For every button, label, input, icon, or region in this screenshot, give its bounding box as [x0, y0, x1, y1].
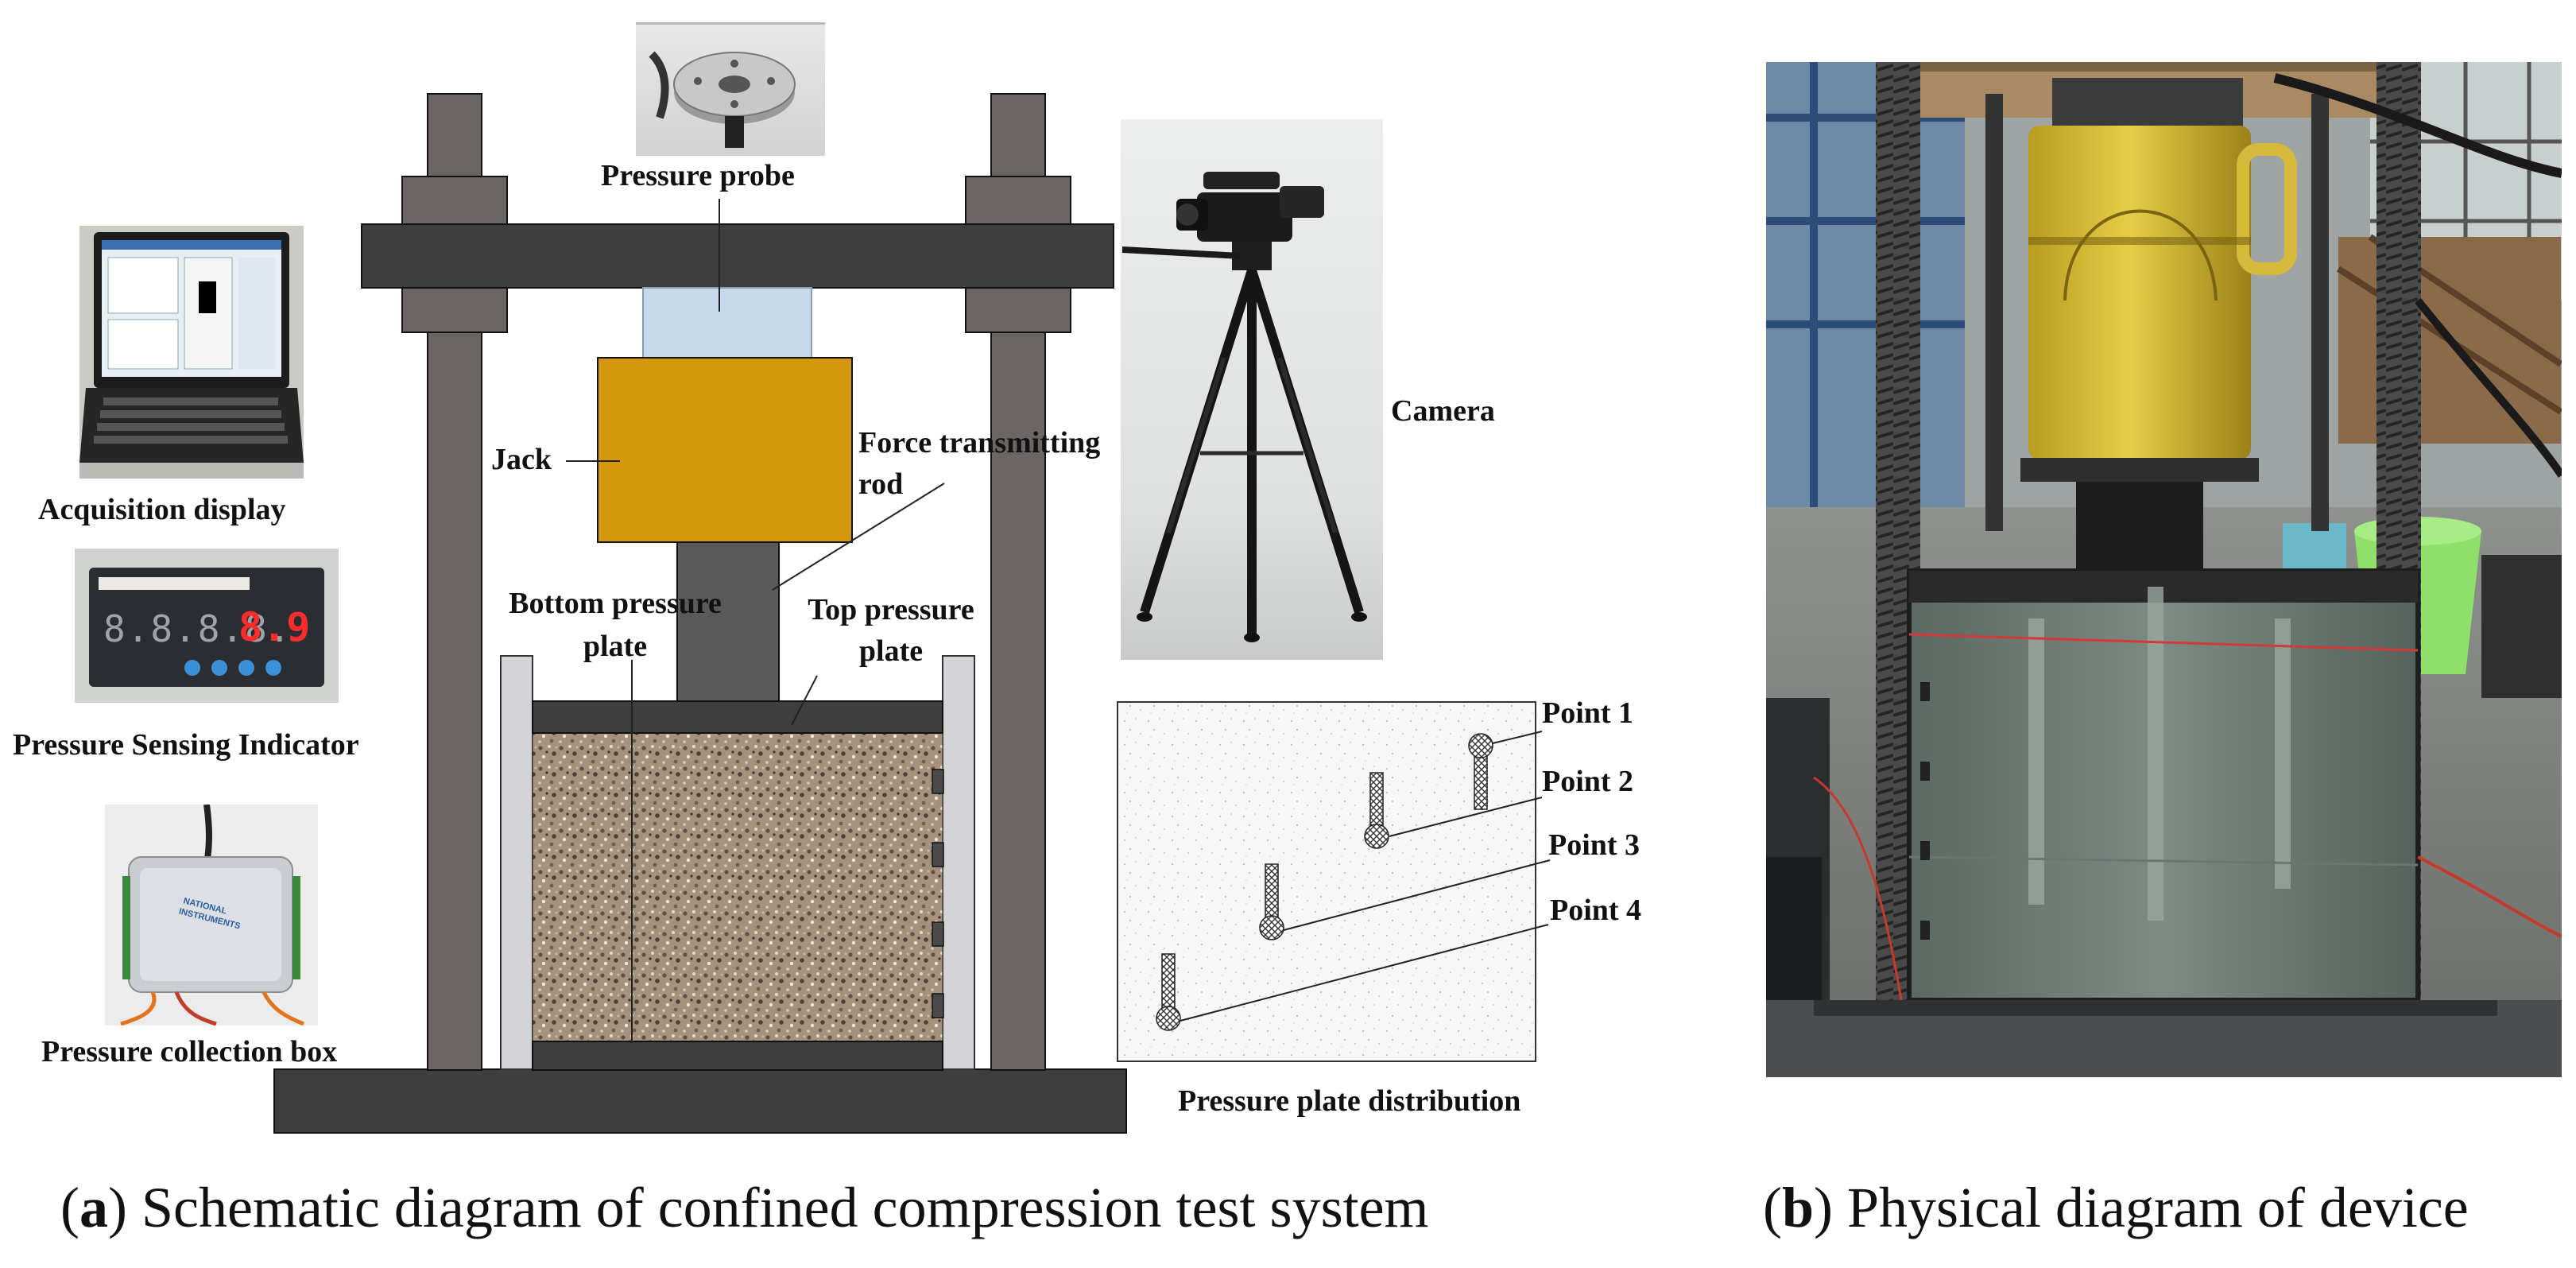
caption-a-text: Schematic diagram of confined compressio… [126, 1176, 1429, 1239]
label-point-1: Point 1 [1542, 696, 1634, 730]
point1-leader [1492, 731, 1543, 744]
pressure-sensing-indicator-photo: 8.8.8.8. 8.9 [75, 549, 339, 703]
pressure-probe-photo [636, 22, 825, 156]
label-bottom-plate-line1: Bottom pressure [509, 587, 722, 620]
pressure-collection-box-photo: NATIONAL INSTRUMENTS [105, 805, 318, 1026]
acquisition-display-photo [79, 226, 304, 479]
base-plate [273, 1068, 1127, 1134]
side-sensor-1 [932, 769, 944, 794]
right-lower-nut [965, 285, 1071, 333]
top-pressure-plate [532, 700, 943, 734]
camera-photo [1121, 119, 1383, 660]
point3-leader [1283, 859, 1551, 931]
label-pressure-plate-distribution: Pressure plate distribution [1178, 1084, 1521, 1118]
indicator-button-3 [238, 660, 254, 676]
label-pressure-collection-box: Pressure collection box [41, 1035, 338, 1068]
label-acquisition-display: Acquisition display [38, 493, 286, 526]
left-lower-nut [401, 285, 508, 333]
label-pressure-probe: Pressure probe [601, 159, 795, 192]
caption-a: (a) Schematic diagram of confined compre… [60, 1176, 1429, 1239]
soil-sample [532, 731, 943, 1044]
label-force-rod-line2: rod [858, 467, 904, 501]
indicator-button-1 [184, 660, 200, 676]
top-plate-leader [791, 675, 818, 726]
pressure-plate-distribution-box [1117, 701, 1536, 1062]
physical-device-photo [1766, 62, 2562, 1077]
label-jack: Jack [491, 443, 552, 476]
force-transmitting-rod [676, 541, 780, 704]
caption-b-text: Physical diagram of device [1833, 1176, 2469, 1239]
indicator-digits: 8.8.8.8. [103, 607, 292, 650]
bottom-pressure-plate [532, 1041, 943, 1071]
caption-a-letter: a [79, 1176, 108, 1239]
indicator-red-digits: 8.9 [238, 604, 311, 650]
indicator-button-2 [211, 660, 227, 676]
point2-leader [1389, 797, 1543, 837]
container-left-wall [500, 655, 533, 1070]
side-sensor-4 [932, 993, 944, 1018]
label-point-4: Point 4 [1550, 894, 1642, 927]
label-pressure-sensing-indicator: Pressure Sensing Indicator [13, 728, 359, 762]
label-top-plate-line2: plate [858, 634, 924, 668]
label-point-3: Point 3 [1548, 828, 1641, 862]
point4-leader [1180, 924, 1549, 1022]
gauge-point-2 [1364, 772, 1389, 849]
gauge-point-1 [1468, 733, 1493, 810]
side-sensor-2 [932, 842, 944, 867]
indicator-button-4 [265, 660, 281, 676]
top-beam [361, 223, 1114, 289]
gauge-point-3 [1259, 863, 1284, 940]
side-sensor-3 [932, 921, 944, 947]
label-camera: Camera [1391, 394, 1495, 428]
caption-b-letter: b [1781, 1176, 1815, 1239]
container-right-wall [942, 655, 975, 1070]
label-point-2: Point 2 [1542, 765, 1634, 798]
right-upper-nut [965, 176, 1071, 225]
jack-block [597, 357, 853, 543]
label-top-plate-line1: Top pressure [808, 593, 974, 626]
label-force-rod-line1: Force transmitting [858, 426, 1101, 460]
label-bottom-plate-line2: plate [583, 630, 648, 663]
pressure-probe-block [642, 287, 812, 359]
caption-b: (b) Physical diagram of device [1763, 1176, 2469, 1239]
left-upper-nut [401, 176, 508, 225]
gauge-point-4 [1156, 953, 1181, 1031]
rod-leader [772, 483, 945, 591]
